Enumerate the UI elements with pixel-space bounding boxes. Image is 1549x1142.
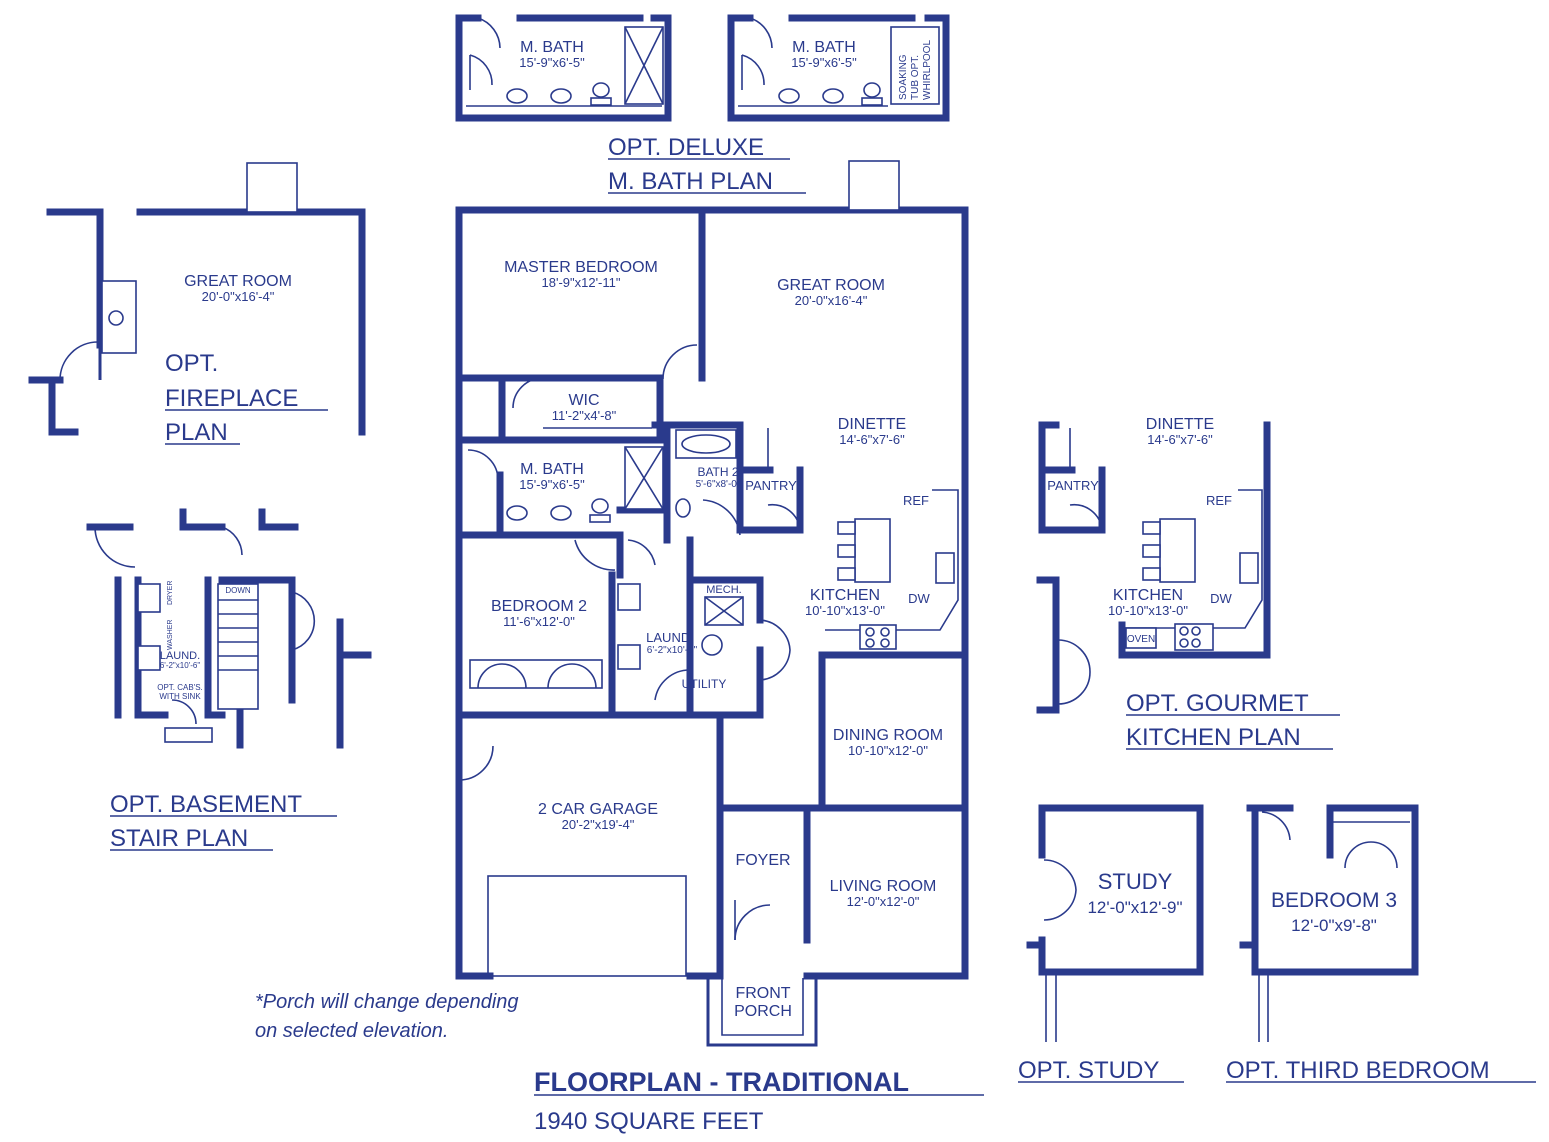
deluxe-title-1: OPT. DELUXE	[608, 134, 764, 161]
room-porch-1: FRONT	[735, 985, 790, 1002]
room-garage: 2 CAR GARAGE	[538, 801, 658, 818]
study-dims: 12'-0"x12'-9"	[1087, 898, 1182, 917]
room-master-bedroom-dims: 18'-9"x12'-11"	[542, 275, 621, 290]
room-living: LIVING ROOM	[830, 878, 937, 895]
basement-washer: WASHER	[167, 620, 174, 650]
opt-basement-plan: DOWN WASHER DRYER LAUND. 6'-2"x10'-6" OP…	[86, 508, 372, 749]
basement-title-2: STAIR PLAN	[110, 825, 248, 852]
opt-deluxe-bath-right: M. BATH 15'-9"x6'-5" SOAKING TUB OPT. WH…	[727, 14, 950, 122]
basement-down: DOWN	[225, 586, 251, 595]
room-master-bedroom: MASTER BEDROOM	[504, 259, 658, 276]
room-bedroom2: BEDROOM 2	[491, 598, 587, 615]
room-great-room: GREAT ROOM	[777, 277, 885, 294]
basement-dryer: DRYER	[167, 581, 174, 605]
room-garage-dims: 20'-2"x19'-4"	[562, 817, 635, 832]
label-ref: REF	[903, 493, 929, 508]
room-dining-dims: 10'-10"x12'-0"	[848, 743, 928, 758]
gourmet-oven: OVEN	[1127, 634, 1155, 645]
room-wic: WIC	[568, 392, 599, 409]
porch-note-2: on selected elevation.	[255, 1020, 448, 1042]
room-laund-dims: 6'-2"x10'-6"	[647, 645, 698, 656]
gourmet-dw: DW	[1210, 591, 1232, 606]
room-bath2: BATH 2	[697, 465, 738, 479]
gourmet-pantry: PANTRY	[1047, 478, 1099, 493]
deluxe-title-2: M. BATH PLAN	[608, 168, 773, 195]
gourmet-dinette-dims: 14'-6"x7'-6"	[1147, 432, 1213, 447]
room-kitchen: KITCHEN	[810, 587, 880, 604]
fireplace-title-1: OPT.	[165, 350, 218, 377]
room-dining: DINING ROOM	[833, 727, 943, 744]
room-bedroom2-dims: 11'-6"x12'-0"	[503, 614, 575, 629]
deluxe-right-name: M. BATH	[792, 39, 856, 56]
room-bath2-dims: 5'-6"x8'-0"	[696, 479, 741, 490]
fireplace-room-dims: 20'-0"x16'-4"	[202, 289, 275, 304]
opt-gourmet-kitchen: DINETTE 14'-6"x7'-6" PANTRY REF KITCHEN …	[1036, 416, 1271, 714]
basement-cabs-2: WITH SINK	[159, 692, 201, 701]
deluxe-left-dims: 15'-9"x6'-5"	[519, 55, 585, 70]
study-title: OPT. STUDY	[1018, 1057, 1159, 1084]
room-wic-dims: 11'-2"x4'-8"	[552, 408, 617, 423]
main-floorplan	[455, 160, 969, 1047]
gourmet-dinette: DINETTE	[1146, 416, 1214, 433]
opt-third-bedroom: BEDROOM 3 12'-0"x9'-8"	[1239, 804, 1419, 1042]
opt-study: STUDY 12'-0"x12'-9"	[1026, 804, 1204, 1042]
room-great-room-dims: 20'-0"x16'-4"	[795, 293, 868, 308]
basement-cabs-1: OPT. CAB'S.	[157, 683, 203, 692]
room-m-bath-dims: 15'-9"x6'-5"	[519, 477, 585, 492]
porch-note-1: *Porch will change depending	[255, 991, 519, 1013]
room-living-dims: 12'-0"x12'-0"	[847, 894, 920, 909]
study-name: STUDY	[1098, 869, 1173, 894]
opt-deluxe-bath-left: M. BATH 15'-9"x6'-5"	[455, 14, 672, 122]
basement-laund: LAUND.	[160, 650, 200, 662]
basement-laund-dims: 6'-2"x10'-6"	[160, 661, 200, 670]
third-bedroom-title: OPT. THIRD BEDROOM	[1226, 1057, 1490, 1084]
room-kitchen-dims: 10'-10"x13'-0"	[805, 603, 885, 618]
gourmet-kitchen-dims: 10'-10"x13'-0"	[1108, 603, 1188, 618]
room-dinette: DINETTE	[838, 416, 906, 433]
gourmet-ref: REF	[1206, 493, 1232, 508]
plan-square-feet: 1940 SQUARE FEET	[534, 1108, 764, 1135]
room-laund: LAUND.	[646, 630, 694, 645]
gourmet-title-1: OPT. GOURMET	[1126, 690, 1309, 717]
room-pantry: PANTRY	[745, 478, 797, 493]
plan-title: FLOORPLAN - TRADITIONAL	[534, 1067, 909, 1097]
fireplace-room-name: GREAT ROOM	[184, 273, 292, 290]
gourmet-kitchen: KITCHEN	[1113, 587, 1183, 604]
room-foyer: FOYER	[735, 852, 790, 869]
fireplace-title-2: FIREPLACE	[165, 385, 298, 412]
room-dinette-dims: 14'-6"x7'-6"	[839, 432, 905, 447]
room-mech: MECH.	[706, 584, 741, 596]
room-utility: UTILITY	[682, 677, 727, 691]
gourmet-title-2: KITCHEN PLAN	[1126, 724, 1301, 751]
bedroom3-dims: 12'-0"x9'-8"	[1291, 916, 1377, 935]
deluxe-left-name: M. BATH	[520, 39, 584, 56]
room-porch-2: PORCH	[734, 1003, 792, 1020]
deluxe-right-dims: 15'-9"x6'-5"	[791, 55, 857, 70]
tub-label-3: WHIRLPOOL	[922, 40, 933, 100]
tub-label-1: SOAKING	[898, 54, 909, 100]
fireplace-title-3: PLAN	[165, 419, 228, 446]
opt-fireplace-plan: GREAT ROOM 20'-0"x16'-4"	[28, 162, 366, 436]
bedroom3-name: BEDROOM 3	[1271, 889, 1397, 912]
label-dw: DW	[908, 591, 930, 606]
tub-label-2: TUB OPT.	[910, 55, 921, 100]
room-m-bath: M. BATH	[520, 461, 584, 478]
basement-title-1: OPT. BASEMENT	[110, 791, 302, 818]
